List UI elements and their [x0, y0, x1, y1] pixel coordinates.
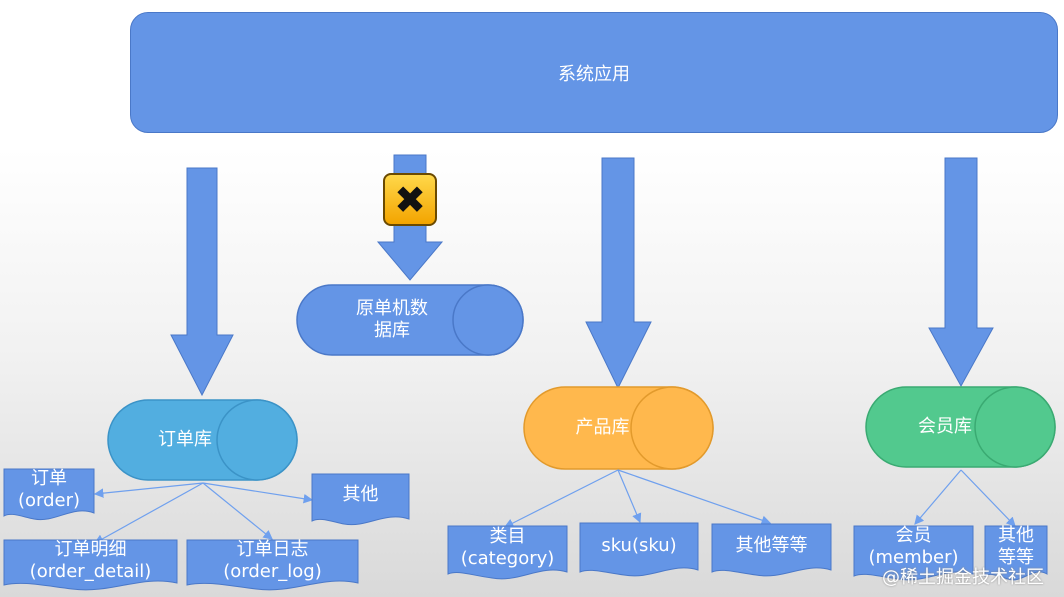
watermark: @稀土掘金技术社区 — [882, 567, 1044, 588]
connector-order — [93, 482, 204, 498]
doc-order-detail-text: 订单明细 (order_detail) — [4, 537, 177, 585]
warning-x-icon: ✖ — [383, 173, 437, 226]
doc-product-other — [711, 523, 832, 577]
original-db-label-line1: 原单机数 — [356, 297, 428, 319]
doc-member-other-text: 其他 等等 — [985, 523, 1047, 571]
connector-order-other — [202, 482, 314, 504]
original-db-label: 原单机数 据库 — [332, 288, 452, 352]
doc-member-line1: 会员 — [895, 525, 932, 547]
arrow-to-order-db — [170, 167, 234, 397]
order-db-label: 订单库 — [158, 428, 212, 450]
doc-sku-text: sku(sku) — [580, 527, 698, 565]
doc-member-line2: (member) — [868, 547, 959, 568]
original-db-label-line2: 据库 — [374, 320, 410, 341]
doc-member-other — [984, 525, 1048, 581]
banner-label: 系统应用 — [558, 63, 630, 85]
doc-category-line2: (category) — [460, 548, 555, 569]
doc-order-line2: (order) — [17, 490, 81, 511]
doc-category-line1: 类目 — [489, 526, 526, 548]
connector-order-log — [202, 482, 273, 540]
connector-order-detail — [93, 482, 204, 544]
doc-order-other-line1: 其他 — [342, 484, 379, 506]
doc-order-line1: 订单 — [31, 468, 67, 490]
doc-order-log-line2: (order_log) — [223, 561, 322, 582]
doc-product-other-line1: 其他等等 — [735, 535, 808, 557]
product-db-cylinder — [523, 386, 714, 470]
doc-order-detail — [3, 539, 178, 591]
doc-order-other — [311, 473, 410, 526]
warning-glyph: ✖ — [394, 177, 426, 222]
doc-member-text: 会员 (member) — [854, 523, 973, 571]
doc-order-log-line1: 订单日志 — [236, 539, 309, 561]
doc-member-other-line2: 等等 — [998, 547, 1034, 568]
doc-order-detail-line1: 订单明细 — [54, 539, 127, 561]
doc-category-text: 类目 (category) — [448, 524, 567, 572]
doc-order-log-text: 订单日志 (order_log) — [187, 537, 358, 585]
connector-product-other — [617, 469, 772, 525]
arrow-to-product-db — [585, 157, 652, 390]
member-db-label: 会员库 — [918, 415, 972, 437]
doc-category — [447, 525, 568, 580]
arrow-to-member-db — [928, 157, 994, 388]
doc-member-other-line1: 其他 — [998, 525, 1034, 547]
doc-order-other-text: 其他 — [312, 476, 409, 514]
doc-product-other-text: 其他等等 — [712, 527, 831, 565]
doc-member — [853, 525, 974, 581]
doc-sku — [579, 522, 699, 577]
doc-order-text: 订单 (order) — [4, 467, 94, 513]
connector-category — [503, 469, 619, 528]
original-db-cylinder — [296, 284, 524, 356]
order-db-cylinder — [107, 399, 298, 481]
connector-sku — [617, 469, 642, 524]
member-db-cylinder — [865, 386, 1056, 468]
doc-order-log — [186, 539, 359, 591]
connector-member-other — [960, 469, 1016, 527]
connector-member — [914, 469, 962, 525]
system-application-box: 系统应用 — [130, 12, 1058, 133]
product-db-label: 产品库 — [575, 416, 630, 438]
doc-sku-line1: sku(sku) — [601, 535, 677, 557]
doc-order — [3, 468, 95, 521]
doc-order-detail-line2: (order_detail) — [29, 561, 152, 582]
